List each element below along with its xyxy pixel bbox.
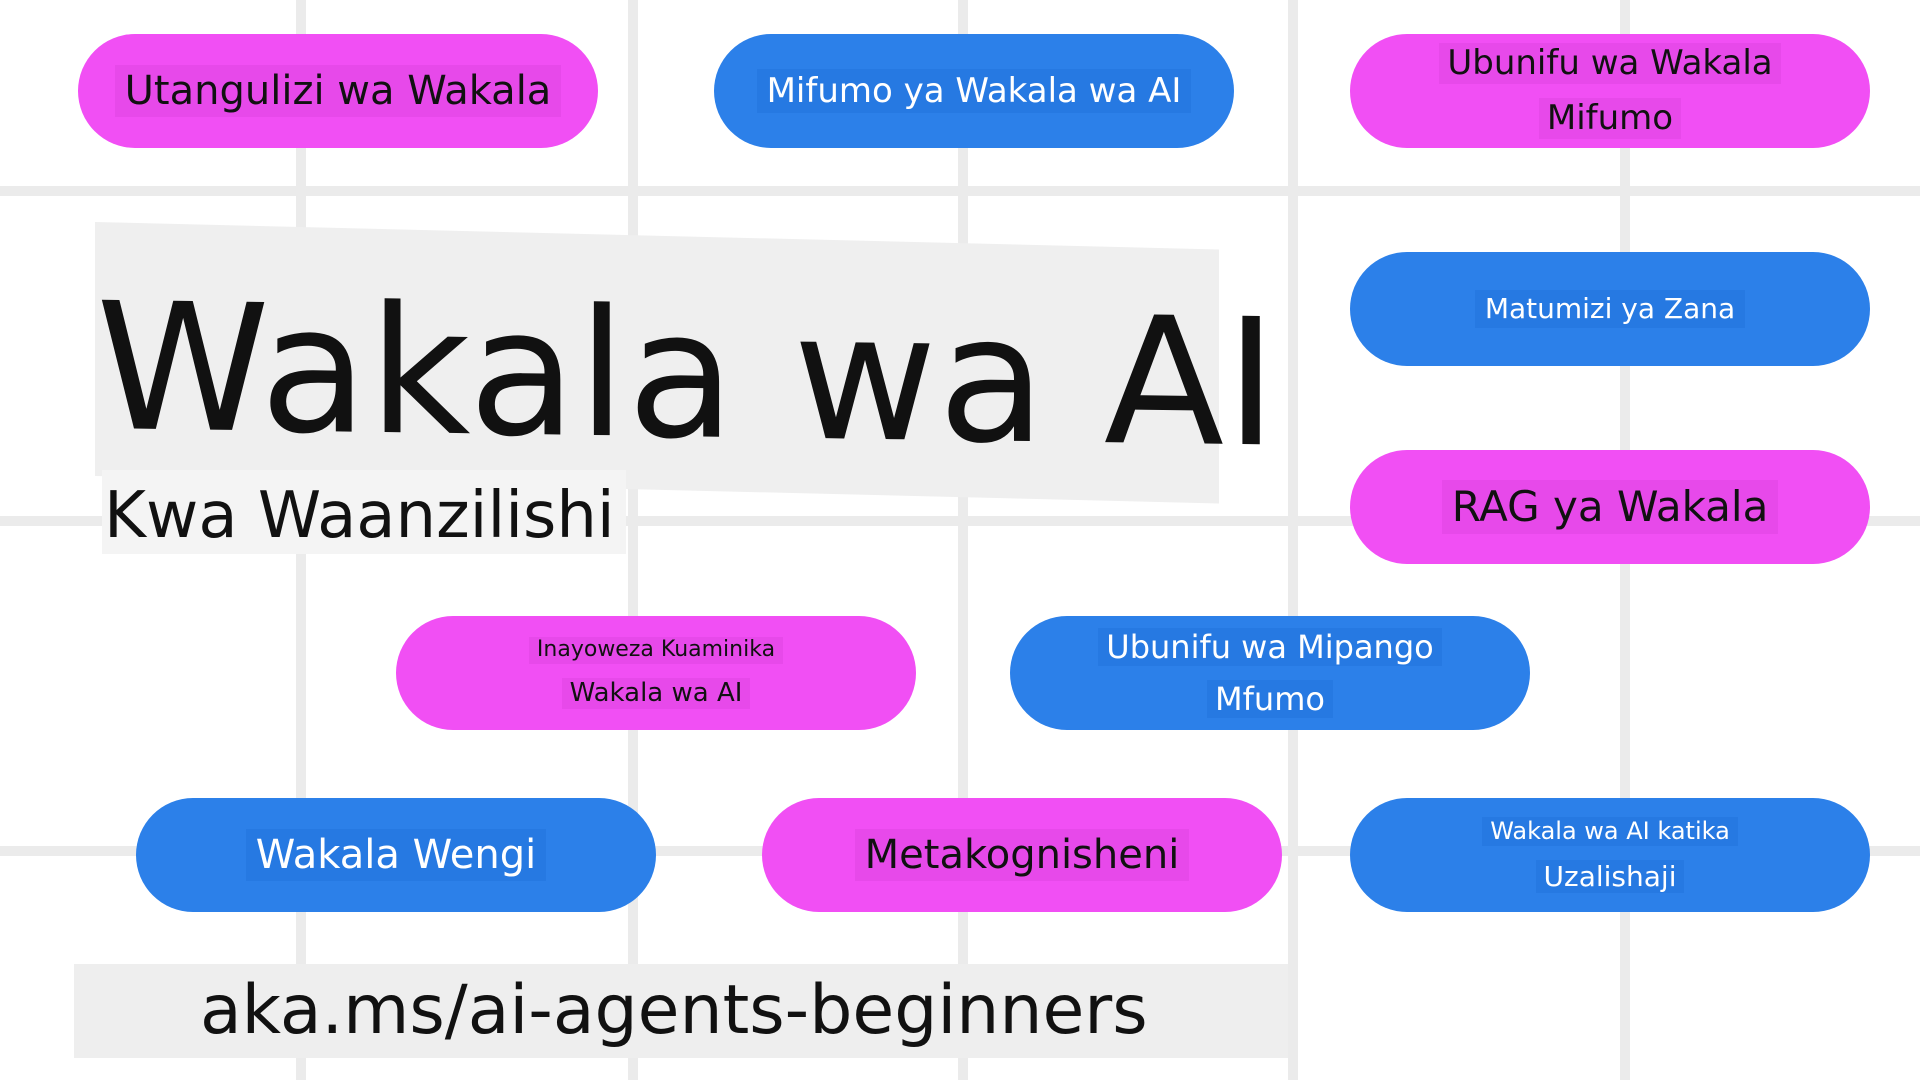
lesson-pill-intro-to-agents[interactable]: Utangulizi wa Wakala xyxy=(78,34,598,148)
course-url[interactable]: aka.ms/ai-agents-beginners xyxy=(200,971,1148,1050)
lesson-label-line1: Ubunifu wa Wakala xyxy=(1439,43,1781,84)
lesson-pill-agentic-frameworks[interactable]: Mifumo ya Wakala wa AI xyxy=(714,34,1234,148)
lesson-label-line2: Wakala wa AI xyxy=(561,677,751,709)
url-background xyxy=(74,964,1288,1058)
lesson-label-line1: Wakala wa AI katika xyxy=(1482,816,1738,846)
subtitle-background xyxy=(102,470,626,554)
lesson-pill-agents-in-production[interactable]: Wakala wa AI katika Uzalishaji xyxy=(1350,798,1870,912)
grid-line xyxy=(1288,0,1298,1080)
lesson-label: Matumizi ya Zana xyxy=(1474,290,1746,328)
lesson-label: Mifumo ya Wakala wa AI xyxy=(756,68,1192,114)
lesson-pill-multi-agent[interactable]: Wakala Wengi xyxy=(136,798,656,912)
lesson-pill-planning-design[interactable]: Ubunifu wa Mipango Mfumo xyxy=(1010,616,1530,730)
page-subtitle: Kwa Waanzilishi xyxy=(104,479,615,553)
lesson-pill-metacognition[interactable]: Metakognisheni xyxy=(762,798,1282,912)
lesson-label: Metakognisheni xyxy=(854,829,1190,881)
lesson-label-line2: Mfumo xyxy=(1207,680,1333,719)
lesson-label-line1: Ubunifu wa Mipango xyxy=(1098,627,1442,666)
page-title: Wakala wa AI xyxy=(96,265,1279,487)
grid-line xyxy=(628,0,638,1080)
lesson-pill-trustworthy-agents[interactable]: Inayoweza Kuaminika Wakala wa AI xyxy=(396,616,916,730)
grid-line xyxy=(958,0,968,1080)
grid-line xyxy=(0,186,1920,196)
lesson-label-line2: Mifumo xyxy=(1538,98,1682,139)
lesson-label: Utangulizi wa Wakala xyxy=(114,65,562,117)
lesson-pill-agentic-rag[interactable]: RAG ya Wakala xyxy=(1350,450,1870,564)
lesson-label: RAG ya Wakala xyxy=(1441,479,1779,535)
lesson-pill-agentic-design-patterns[interactable]: Ubunifu wa Wakala Mifumo xyxy=(1350,34,1870,148)
grid-line xyxy=(0,516,1920,526)
lesson-pill-tool-use[interactable]: Matumizi ya Zana xyxy=(1350,252,1870,366)
lesson-label-line1: Inayoweza Kuaminika xyxy=(528,637,784,664)
lesson-label-line2: Uzalishaji xyxy=(1535,859,1685,894)
lesson-label: Wakala Wengi xyxy=(245,829,547,881)
